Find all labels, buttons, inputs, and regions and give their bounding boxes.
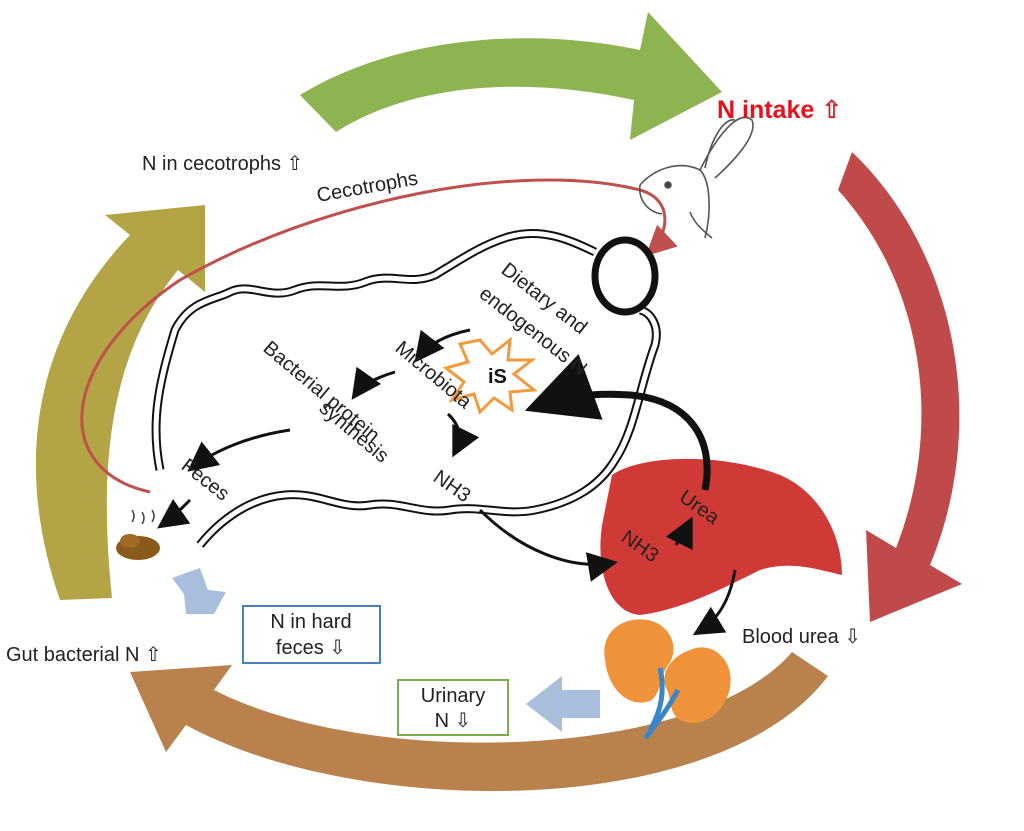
nh3-gut-label: NH3 bbox=[429, 466, 474, 507]
appendix-loop bbox=[591, 236, 659, 316]
red-cycle-arrow bbox=[838, 152, 962, 622]
urinary-box bbox=[397, 679, 509, 736]
gut-outline bbox=[151, 228, 661, 548]
kidney-icon bbox=[604, 619, 731, 740]
liver-shape bbox=[600, 458, 842, 615]
rabbit-icon bbox=[638, 116, 754, 239]
urinary-line2: N ⇩ bbox=[435, 710, 472, 732]
n-intake-label: N intake ⇧ bbox=[717, 96, 842, 124]
flow-arrows bbox=[157, 328, 737, 636]
blood-urea-label: Blood urea ⇩ bbox=[742, 626, 861, 648]
cecotrophs-line bbox=[80, 178, 678, 494]
feces-label: Feces bbox=[177, 455, 233, 506]
urinary-flow-arrow bbox=[526, 676, 600, 732]
hard-feces-line2: feces ⇩ bbox=[276, 637, 346, 659]
olive-cycle-arrow bbox=[35, 205, 206, 600]
hard-feces-line1: N in hard bbox=[270, 611, 351, 633]
gut-bacterial-n-label: Gut bacterial N ⇧ bbox=[6, 644, 162, 666]
green-cycle-arrow bbox=[300, 12, 722, 140]
brown-cycle-arrow bbox=[130, 652, 828, 792]
is-burst bbox=[442, 336, 538, 415]
hard-feces-flow-arrow bbox=[172, 568, 226, 614]
cecotrophs-label: Cecotrophs bbox=[315, 167, 420, 206]
feces-icon bbox=[116, 509, 160, 560]
is-badge-label: iS bbox=[488, 366, 507, 388]
urea-to-microbiota-arrow bbox=[524, 353, 711, 491]
n-in-cecotrophs-label: N in cecotrophs ⇧ bbox=[142, 153, 303, 175]
urinary-line1: Urinary bbox=[421, 685, 485, 707]
hard-feces-box bbox=[242, 605, 381, 664]
